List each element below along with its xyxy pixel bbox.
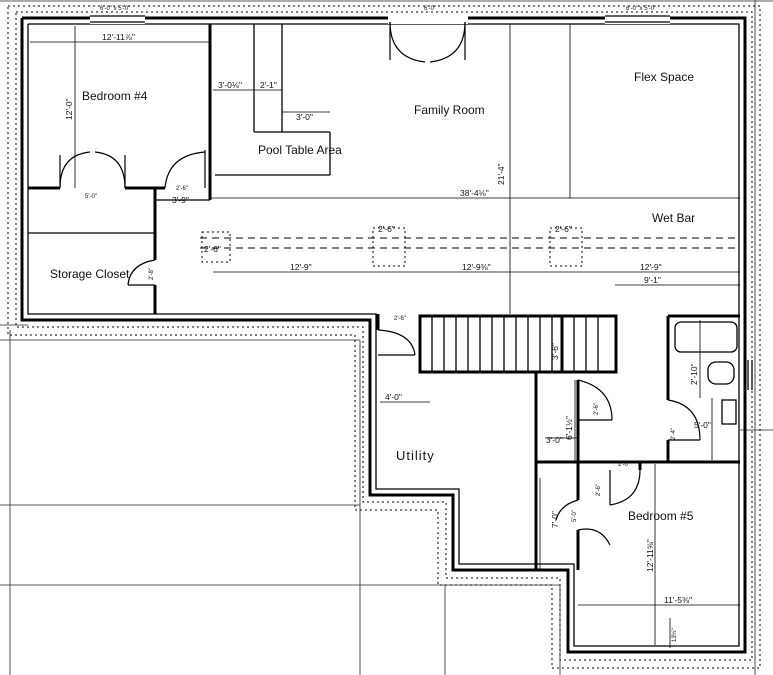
dim-label-top-mid: 6'-0" <box>424 6 436 12</box>
dim-label-utility-c: 3'-0" <box>546 435 563 445</box>
dim-label-bed5-height: 12'-11⅝" <box>645 539 655 572</box>
dim-label-utility-a: 4'-0" <box>385 392 402 402</box>
dim-label-pool-c: 3'-0" <box>296 112 313 122</box>
dim-label-fam-height: 21'-4" <box>496 163 506 185</box>
dim-label-util-door: 2'-6" <box>594 403 600 415</box>
dimension-lines <box>30 24 740 648</box>
dim-label-post-c: 2'-6" <box>555 224 572 234</box>
room-label-flex-space: Flex Space <box>634 70 694 84</box>
dim-label-bed4-width: 12'-11⅞" <box>102 32 135 42</box>
dim-label-span-d: 9'-1" <box>644 275 661 285</box>
dim-label-hall-b: 3'-9" <box>172 195 189 205</box>
dim-label-stair-depth: 3'-6" <box>550 343 560 360</box>
dim-label-pool-b: 2'-1" <box>260 80 277 90</box>
dim-label-bath-b: 5'-0" <box>694 420 711 430</box>
exterior-walls <box>20 16 747 654</box>
dim-label-post-b: 2'-6" <box>378 224 395 234</box>
room-label-family-room: Family Room <box>414 103 485 117</box>
top-openings <box>90 14 753 390</box>
room-label-bedroom5: Bedroom #5 <box>628 509 694 523</box>
dim-label-stair-door: 2'-6" <box>394 316 406 322</box>
beam-lines <box>200 227 740 267</box>
dim-label-closet5-a: 7'-0" <box>550 511 560 528</box>
room-label-bedroom4: Bedroom #4 <box>82 89 148 103</box>
dim-label-span-a: 12'-9" <box>290 262 312 272</box>
footing-outline <box>7 5 761 669</box>
room-label-pool-table: Pool Table Area <box>258 143 342 157</box>
dim-label-hall-a: 2'-6" <box>176 186 188 192</box>
dim-label-storage-door: 2'-8" <box>149 268 155 280</box>
room-label-wet-bar: Wet Bar <box>652 211 695 225</box>
stair-treads <box>431 316 599 372</box>
room-label-storage-closet: Storage Closet <box>50 267 130 281</box>
dim-label-bed5-width: 11'-5⅜" <box>664 595 692 605</box>
dim-label-closet5-b: 5'-0" <box>572 510 578 522</box>
dim-label-span-c: 12'-9" <box>640 262 662 272</box>
dim-label-span-b: 12'-9⅜" <box>462 262 491 272</box>
doors <box>59 21 701 546</box>
dim-label-bed5-bottom: 13½" <box>671 628 678 642</box>
dim-label-closet-door: 5'-0" <box>85 194 97 200</box>
dim-label-top-left: 6'-0" x 5'-0" <box>100 6 130 12</box>
dim-label-bed4-height: 12'-0" <box>64 98 74 120</box>
interior-walls <box>28 24 740 570</box>
room-label-utility: Utility <box>396 448 435 463</box>
dim-label-post-a: 2'-6" <box>204 244 221 254</box>
dim-label-bed5-door: 2'-6" <box>596 484 602 496</box>
dim-label-bath-door: 2'-4" <box>671 428 677 440</box>
dim-label-utility-d: 2'-0" <box>618 462 630 468</box>
dim-label-bath-a: 2'-10" <box>689 363 699 385</box>
dim-label-pool-a: 3'-0⅛" <box>218 80 242 90</box>
dim-label-top-right: 6'-0" x 5'-0" <box>626 6 656 12</box>
dim-label-fam-width: 38'-4⅛" <box>460 188 489 198</box>
dim-label-utility-b: 6'-1½" <box>564 416 574 440</box>
